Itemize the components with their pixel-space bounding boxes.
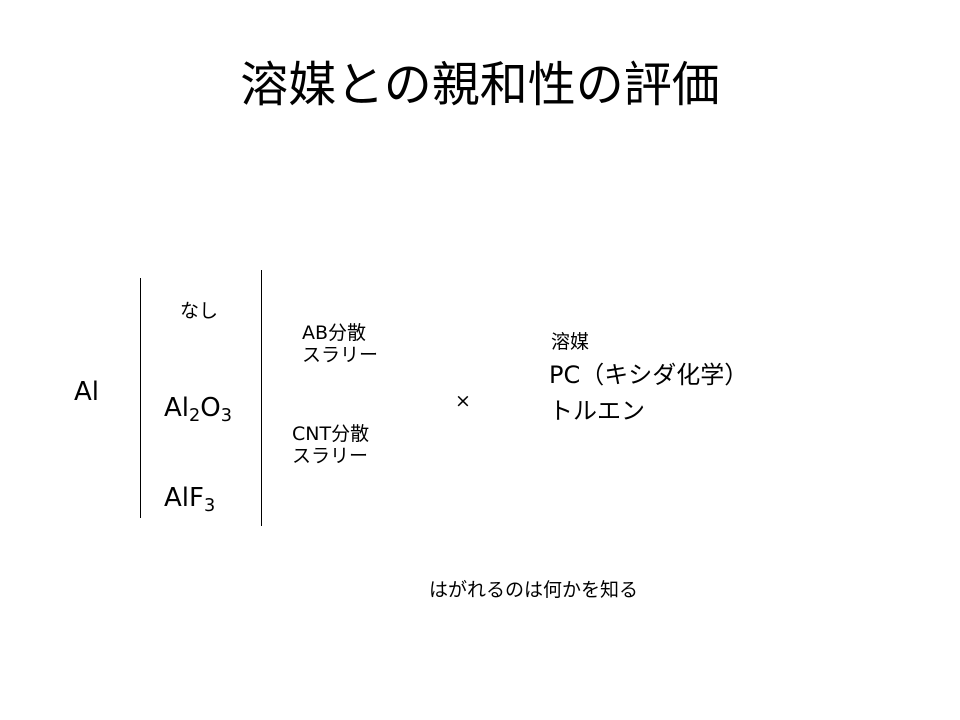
alf3-base: AlF: [164, 483, 204, 513]
coating-al2o3: Al2O3: [164, 393, 232, 426]
alf3-sub: 3: [203, 495, 216, 516]
solvent-toluene: トルエン: [549, 397, 645, 425]
slide-title: 溶媒との親和性の評価: [240, 57, 720, 113]
slurry-cnt-line2: スラリー: [292, 444, 369, 467]
cross-symbol: ×: [455, 390, 471, 412]
divider-left: [140, 278, 141, 518]
al2o3-base2: O: [200, 393, 221, 423]
al2o3-sub1: 2: [189, 405, 201, 426]
coating-alf3: AlF3: [164, 483, 216, 516]
metal-label: Al: [74, 377, 100, 407]
slurry-cnt-line1: CNT分散: [292, 423, 370, 445]
slurry-ab-line1: AB分散: [302, 322, 367, 344]
al2o3-base1: Al: [164, 393, 190, 423]
coating-none: なし: [180, 300, 219, 322]
slurry-ab-line2: スラリー: [302, 343, 379, 366]
divider-right: [261, 270, 262, 526]
solvent-label: 溶媒: [551, 331, 590, 353]
solvent-pc: PC（キシダ化学）: [549, 361, 749, 389]
note-text: はがれるのは何かを知る: [429, 579, 639, 601]
slurry-cnt: CNT分散 スラリー: [292, 423, 370, 468]
al2o3-sub2: 3: [220, 405, 232, 426]
slurry-ab: AB分散 スラリー: [302, 322, 379, 367]
